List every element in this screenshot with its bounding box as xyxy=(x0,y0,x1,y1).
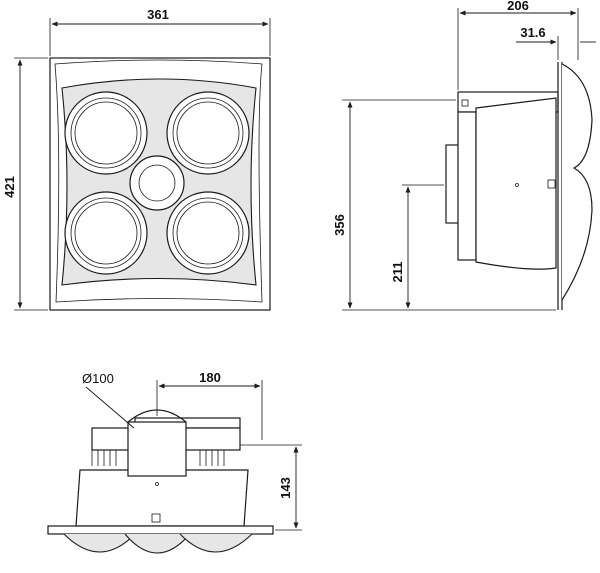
bottom-switch xyxy=(151,513,161,523)
dim-duct-diameter: Ø100 xyxy=(82,371,114,386)
dim-front-height: 421 xyxy=(2,176,17,198)
side-fin-column xyxy=(457,111,477,261)
bottom-flange xyxy=(47,525,274,535)
bottom-lamp-right xyxy=(179,533,253,553)
dim-front-width: 361 xyxy=(147,7,169,22)
leader-duct-diameter xyxy=(85,386,135,429)
bottom-view: Ø100 180 143 xyxy=(47,370,302,554)
dim-side-flange: 31.6 xyxy=(520,25,545,40)
dim-side-height: 356 xyxy=(332,214,347,236)
lamp-top-right xyxy=(166,91,250,175)
bottom-fins-left xyxy=(91,450,117,466)
bottom-housing xyxy=(75,469,249,527)
side-switch xyxy=(547,179,556,189)
side-lamp-profile xyxy=(561,63,593,301)
lamp-bottom-right xyxy=(166,191,250,275)
lamp-bottom-left xyxy=(64,191,148,275)
bottom-fins-right xyxy=(199,450,225,466)
center-light xyxy=(129,155,185,211)
dim-duct-offset: 180 xyxy=(199,370,221,385)
bottom-lamp-center xyxy=(124,533,191,554)
dim-side-inner-height: 211 xyxy=(390,262,405,283)
bottom-lamp-left xyxy=(63,533,136,553)
dim-bottom-height: 143 xyxy=(278,477,293,499)
lamp-top-left xyxy=(64,91,148,175)
side-view: 206 31.6 356 211 xyxy=(332,0,596,311)
front-panel-bezel xyxy=(54,59,263,303)
front-view: 361 421 xyxy=(2,7,271,311)
bottom-duct xyxy=(127,421,187,477)
dim-side-depth: 206 xyxy=(507,0,529,13)
